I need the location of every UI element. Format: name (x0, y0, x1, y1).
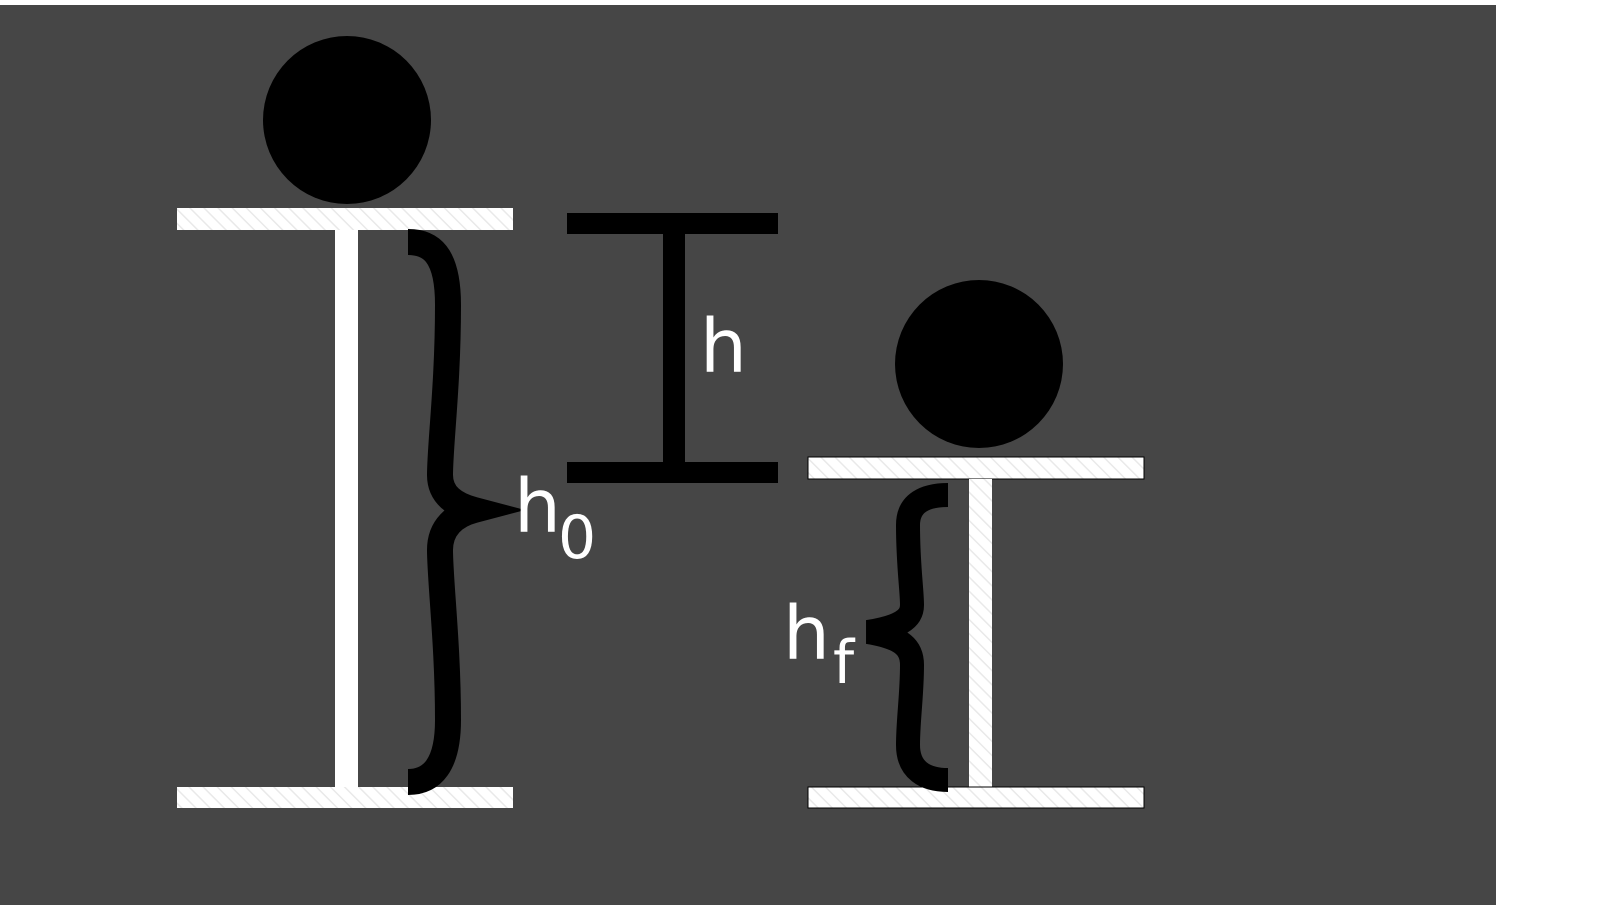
spring-column-compressed (969, 479, 992, 792)
dimension-stem (663, 234, 685, 462)
initial-spring-group: h 0 (177, 36, 596, 808)
label-h0-main: h (514, 464, 561, 550)
dimension-bottom-bar (567, 462, 778, 483)
brace-h0 (407, 229, 526, 795)
base-plate-initial (177, 787, 513, 808)
mass-ball-initial (263, 36, 431, 204)
spring-column-initial (335, 230, 358, 792)
label-hf: h f (783, 591, 856, 698)
spring-compression-diagram: h 0 h h f (177, 36, 1145, 809)
base-plate-compressed (807, 786, 1145, 809)
dimension-top-bar (567, 213, 778, 234)
mass-ball-compressed (895, 280, 1063, 448)
compression-dimension-group: h (567, 213, 778, 483)
top-plate-initial (177, 208, 513, 230)
brace-hf (865, 483, 949, 792)
top-plate-compressed (807, 456, 1145, 480)
label-h: h (700, 304, 747, 390)
label-h0: h 0 (514, 464, 596, 573)
diagram-canvas: h 0 h h f (0, 5, 1496, 905)
compressed-spring-group: h f (783, 280, 1145, 809)
label-h0-subscript: 0 (558, 503, 596, 573)
label-hf-subscript: f (833, 628, 856, 698)
label-hf-main: h (783, 591, 830, 677)
